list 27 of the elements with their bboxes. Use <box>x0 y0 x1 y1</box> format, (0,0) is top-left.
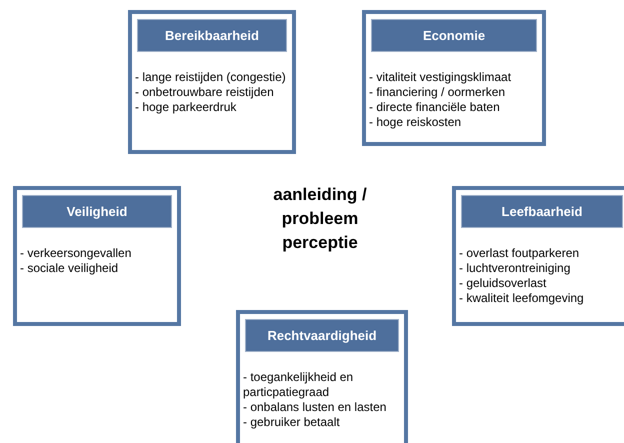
card-heading: Veiligheid <box>22 195 172 228</box>
bullet-item: - hoge reiskosten <box>368 115 462 130</box>
bullet-item: - luchtverontreiniging <box>458 261 572 276</box>
topic-card <box>452 186 624 326</box>
bullet-item: - onbetrouwbare reistijden <box>134 85 275 100</box>
central-heading: aanleiding / probleem perceptie <box>272 184 368 254</box>
card-heading: Economie <box>371 19 537 52</box>
topic-card <box>13 186 181 326</box>
bullet-item: - verkeersongevallen <box>19 246 132 261</box>
bullet-item: - financiering / oormerken <box>368 85 506 100</box>
bullet-item: - geluidsoverlast <box>458 276 548 291</box>
topic-card <box>362 10 546 146</box>
topic-card <box>128 10 296 154</box>
card-heading: Leefbaarheid <box>461 195 623 228</box>
bullet-item: - hoge parkeerdruk <box>134 100 238 115</box>
card-heading: Rechtvaardigheid <box>245 319 399 352</box>
bullet-item: - onbalans lusten en lasten <box>242 400 388 415</box>
card-heading: Bereikbaarheid <box>137 19 287 52</box>
bullet-item: - gebruiker betaalt <box>242 415 341 430</box>
topic-card <box>236 310 408 443</box>
bullet-item: - directe financiële baten <box>368 100 501 115</box>
bullet-item: - toegankelijkheid en particpatiegraad <box>242 370 354 400</box>
bullet-item: - sociale veiligheid <box>19 261 120 276</box>
bullet-item: - lange reistijden (congestie) <box>134 70 287 85</box>
bullet-item: - overlast foutparkeren <box>458 246 580 261</box>
bullet-item: - kwaliteit leefomgeving <box>458 291 585 306</box>
bullet-item: - vitaliteit vestigingsklimaat <box>368 70 512 85</box>
